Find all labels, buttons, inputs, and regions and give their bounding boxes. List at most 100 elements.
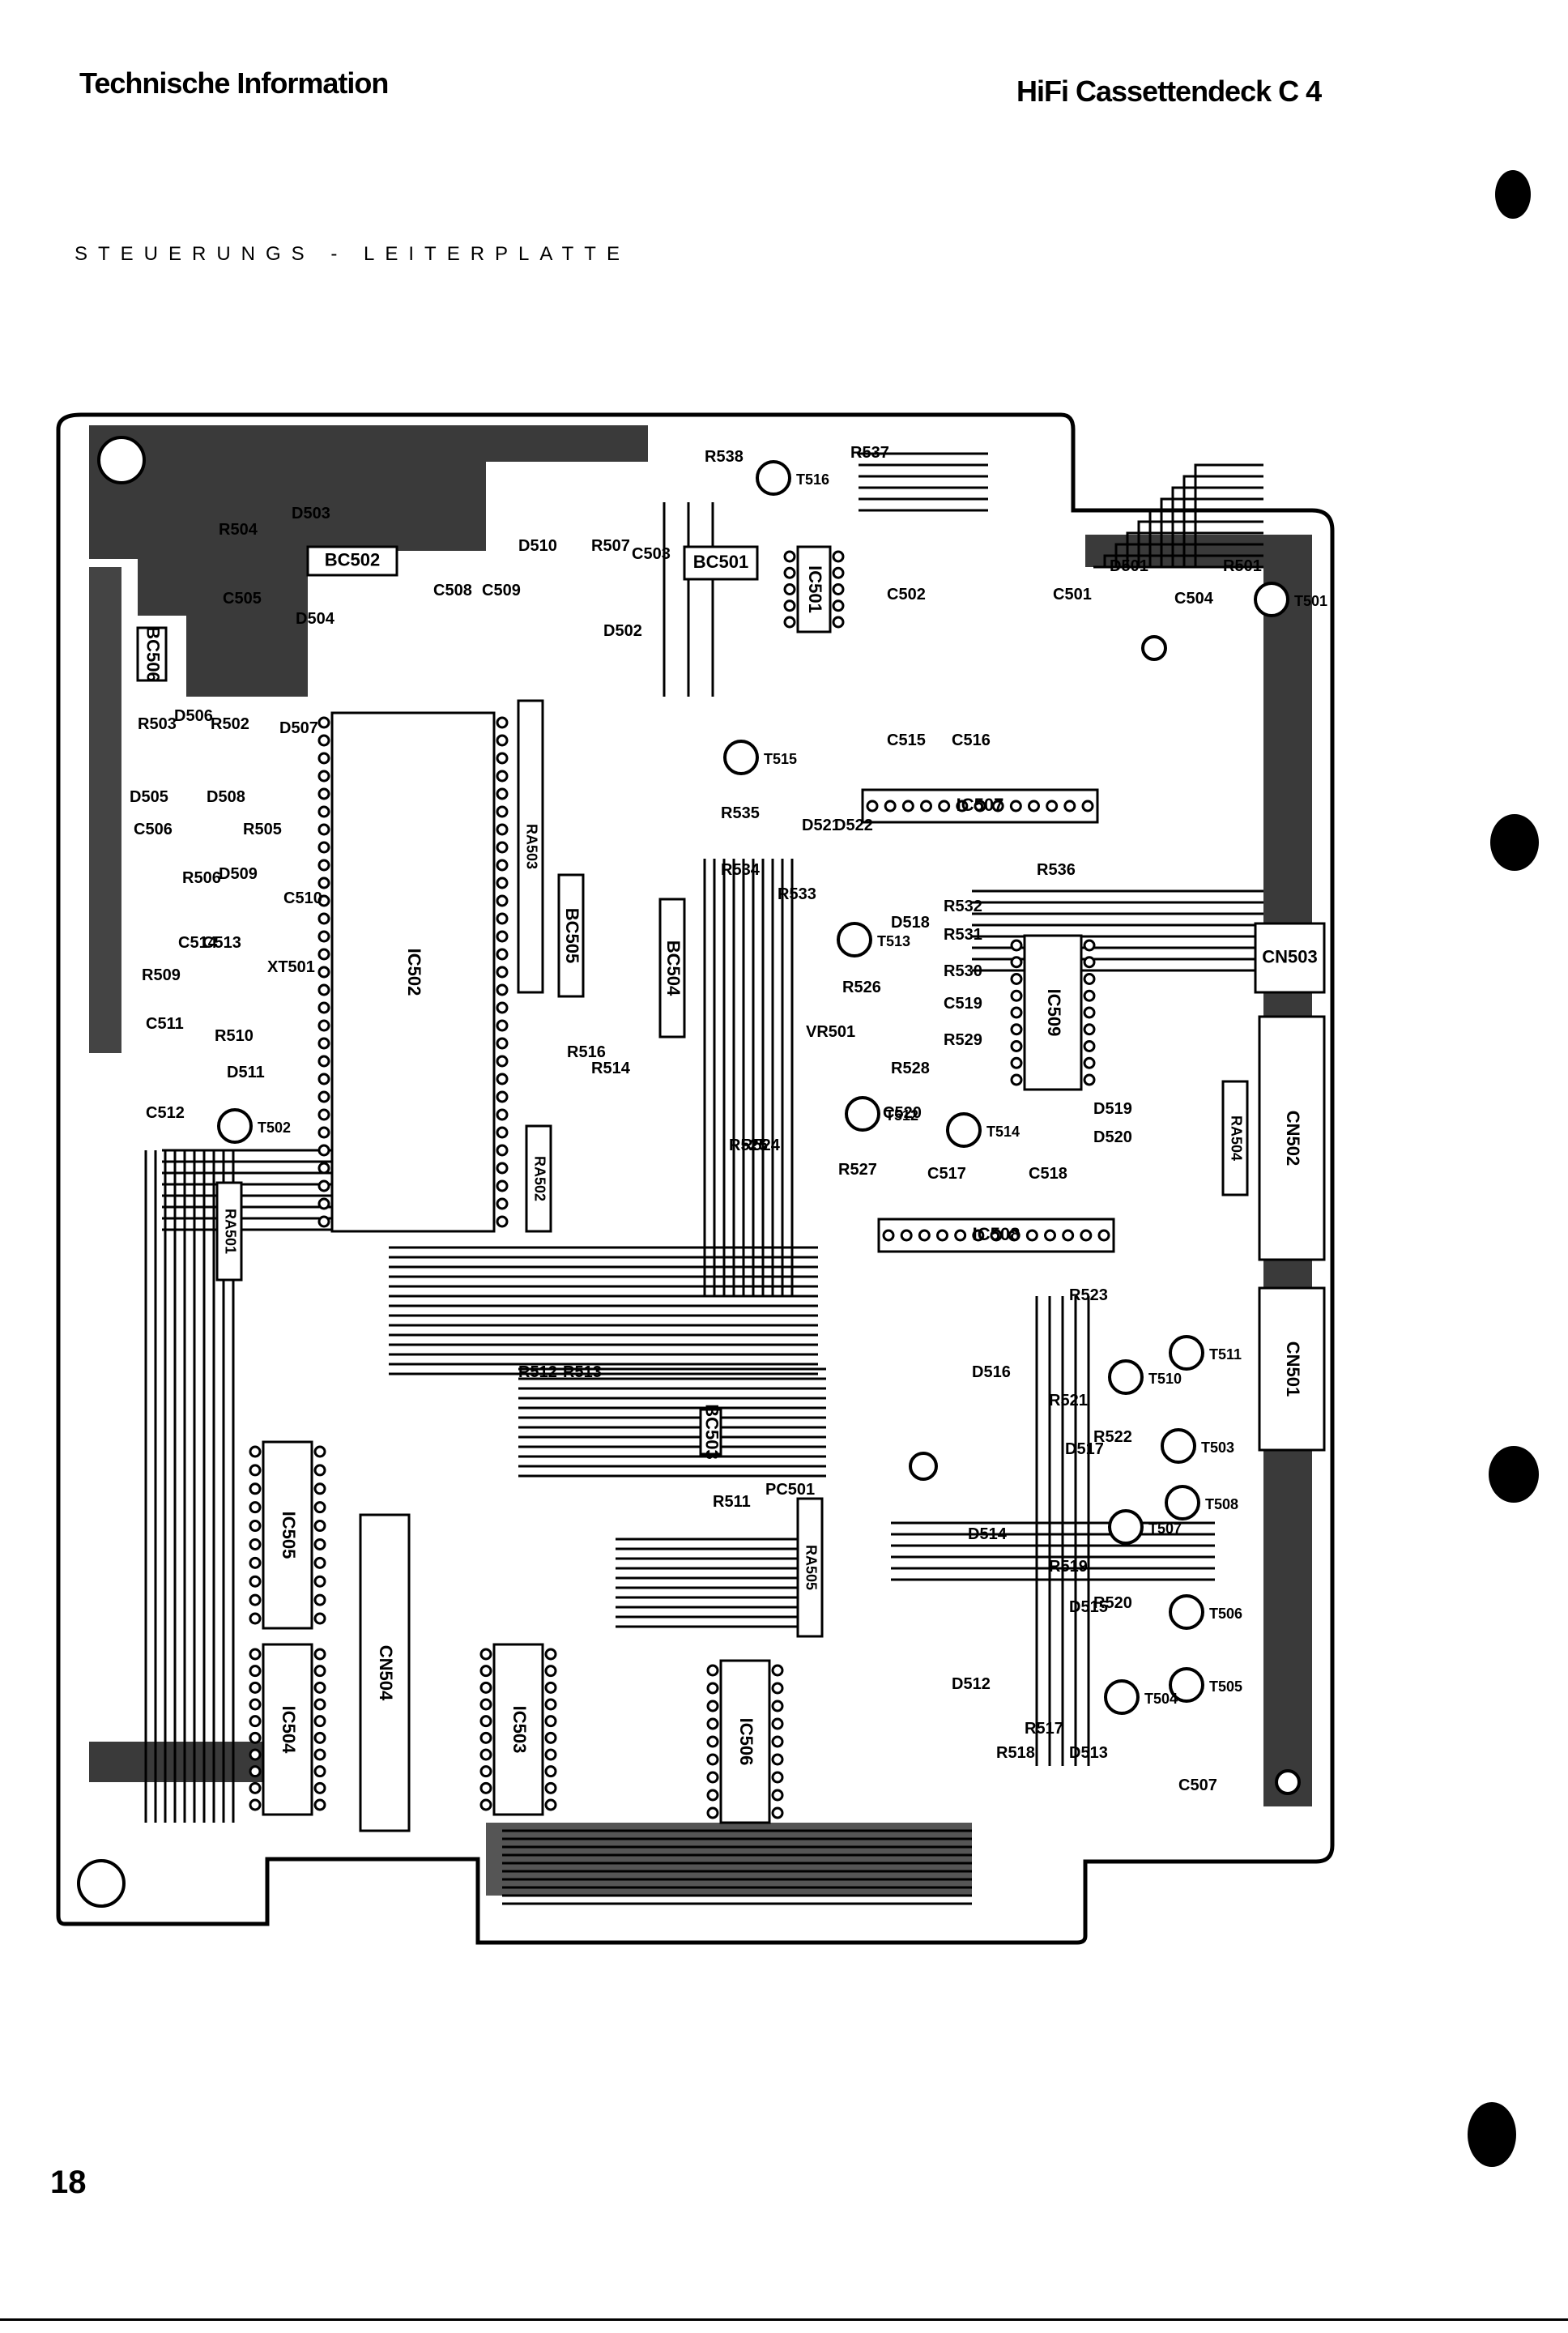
pad [317,841,330,854]
pad [991,800,1004,812]
pad [706,1700,719,1712]
pad [317,983,330,996]
pad [706,1717,719,1730]
transistor-label: T507 [1148,1521,1182,1537]
pad [313,1464,326,1477]
resistor-label: R537 [850,444,889,462]
transistor [217,1108,253,1144]
resistor-label: R535 [721,804,760,822]
pad [1010,1006,1023,1019]
pad [496,805,509,818]
resistor-label: R519 [1049,1558,1088,1576]
resistor-array [517,699,544,994]
resistor-label: R524 [741,1137,781,1154]
resistor-array [796,1497,824,1638]
pad [974,800,986,812]
pad [479,1781,492,1794]
pad [706,1735,719,1748]
diode-label: D519 [1093,1100,1132,1118]
resistor-label: R534 [721,861,761,879]
transistor [837,922,872,958]
pad [1063,800,1076,812]
resistor-label: R509 [142,966,181,984]
trace [1182,475,1263,567]
pad [990,1229,1003,1242]
diode-label: D503 [292,505,330,522]
resistor-label: R523 [1069,1286,1108,1304]
diode-label: D505 [130,788,168,806]
pad [1062,1229,1075,1242]
pad [1083,939,1096,952]
pad [783,566,796,579]
pad [317,912,330,925]
pad [496,876,509,889]
punch-hole [1490,814,1539,871]
capacitor-label: C518 [1029,1165,1067,1183]
pad [1010,956,1023,969]
resistor-label: R517 [1025,1720,1063,1738]
transistor [1165,1485,1200,1521]
pad [479,1698,492,1711]
ground-plane [89,1742,267,1782]
transistor-label: T504 [1144,1691,1178,1707]
connector-label: BC502 [325,549,380,569]
connector-label: BC506 [143,626,164,681]
resistor-label: R503 [138,715,177,733]
pad [317,1001,330,1014]
resistor-array-label: RA502 [531,1156,548,1201]
pad [249,1681,262,1694]
pad [317,805,330,818]
pad [783,616,796,629]
pad [317,894,330,907]
pad [783,599,796,612]
connector-label: CN503 [1262,946,1317,966]
pad [496,859,509,872]
ground-plane [89,567,121,1053]
pad [479,1748,492,1761]
resistor-label: R507 [591,537,630,555]
pad [249,1798,262,1811]
pad [249,1501,262,1514]
trace [1171,486,1263,567]
pad [317,787,330,800]
pad [956,800,969,812]
pad [249,1520,262,1533]
ic-label: IC504 [279,1706,299,1754]
pad [496,1162,509,1175]
pad [496,894,509,907]
pad [313,1648,326,1661]
pad [706,1789,719,1802]
pad [313,1698,326,1711]
pad [1010,1040,1023,1052]
pad [1083,956,1096,969]
punch-hole [1495,170,1531,219]
pad [249,1556,262,1569]
pad [249,1715,262,1728]
pad [1008,1229,1020,1242]
ic-label: IC509 [1044,989,1064,1037]
pad [832,583,845,595]
pad [496,1037,509,1050]
pad [771,1682,784,1695]
pad [496,770,509,783]
resistor-label: R504 [219,521,258,539]
component-label: PC501 [765,1481,815,1499]
pad [249,1612,262,1625]
pad [783,583,796,595]
connector-label: CN502 [1283,1111,1303,1166]
ic-body [262,1643,313,1816]
resistor-label: R527 [838,1161,877,1179]
resistor-label: R513 [563,1363,602,1381]
pad [771,1771,784,1784]
pad [496,734,509,747]
diode-label: D506 [174,707,213,725]
ic-label: IC501 [805,565,825,613]
diode-label: D504 [296,610,335,628]
pad [249,1575,262,1588]
resistor-label: R522 [1093,1428,1132,1446]
resistor-array [525,1124,552,1233]
pad [249,1445,262,1458]
pad [317,752,330,765]
resistor-label: R520 [1093,1594,1132,1612]
diode-label: D516 [972,1363,1011,1381]
